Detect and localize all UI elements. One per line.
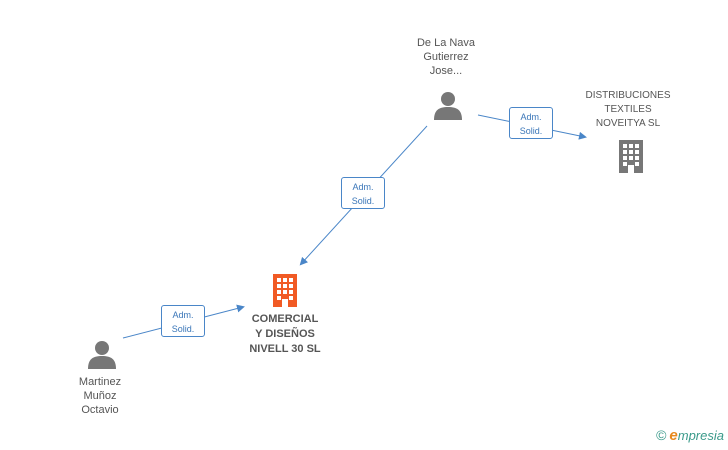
edge-label-top-to-right[interactable]: Adm. Solid. [509, 107, 553, 139]
person-bottom-line-3: Octavio [81, 404, 119, 416]
person-bottom-label[interactable]: Martinez Muñoz Octavio [60, 375, 140, 417]
person-bottom-line-2: Muñoz [83, 390, 117, 402]
company-main-line-2: Y DISEÑOS [255, 328, 315, 340]
person-top-line-1: De La Nava [416, 37, 476, 49]
person-top-line-3: Jose... [429, 65, 463, 77]
person-icon[interactable] [433, 91, 463, 121]
edge-label-bottom-to-main[interactable]: Adm. Solid. [161, 305, 205, 337]
edge-label-line-1: Adm. [520, 112, 542, 122]
edge-label-line-2: Solid. [519, 126, 543, 136]
copyright-icon: © [656, 427, 667, 443]
edge-label-top-to-main[interactable]: Adm. Solid. [341, 177, 385, 209]
person-top-label[interactable]: De La Nava Gutierrez Jose... [398, 36, 494, 78]
company-main-line-3: NIVELL 30 SL [249, 343, 321, 355]
company-main-label[interactable]: COMERCIAL Y DISEÑOS NIVELL 30 SL [232, 312, 338, 357]
company-right-line-2: TEXTILES [604, 104, 652, 115]
company-right-label[interactable]: DISTRIBUCIONES TEXTILES NOVEITYA SL [575, 89, 681, 131]
brand-initial: e [669, 427, 678, 444]
edge-label-line-1: Adm. [172, 310, 194, 320]
person-bottom-line-1: Martinez [78, 376, 122, 388]
company-right-line-3: NOVEITYA SL [595, 118, 661, 129]
edge-label-line-1: Adm. [352, 182, 374, 192]
empresia-watermark: ©empresia [656, 427, 724, 444]
main-company-building-icon[interactable] [270, 273, 300, 307]
person-icon[interactable] [87, 340, 117, 370]
brand-name: mpresia [677, 428, 724, 443]
edge-label-line-2: Solid. [351, 196, 375, 206]
edge-label-line-2: Solid. [171, 324, 195, 334]
building-icon[interactable] [616, 139, 646, 173]
company-right-line-1: DISTRIBUCIONES [585, 90, 671, 101]
person-top-line-2: Gutierrez [423, 51, 469, 63]
company-main-line-1: COMERCIAL [251, 313, 319, 325]
